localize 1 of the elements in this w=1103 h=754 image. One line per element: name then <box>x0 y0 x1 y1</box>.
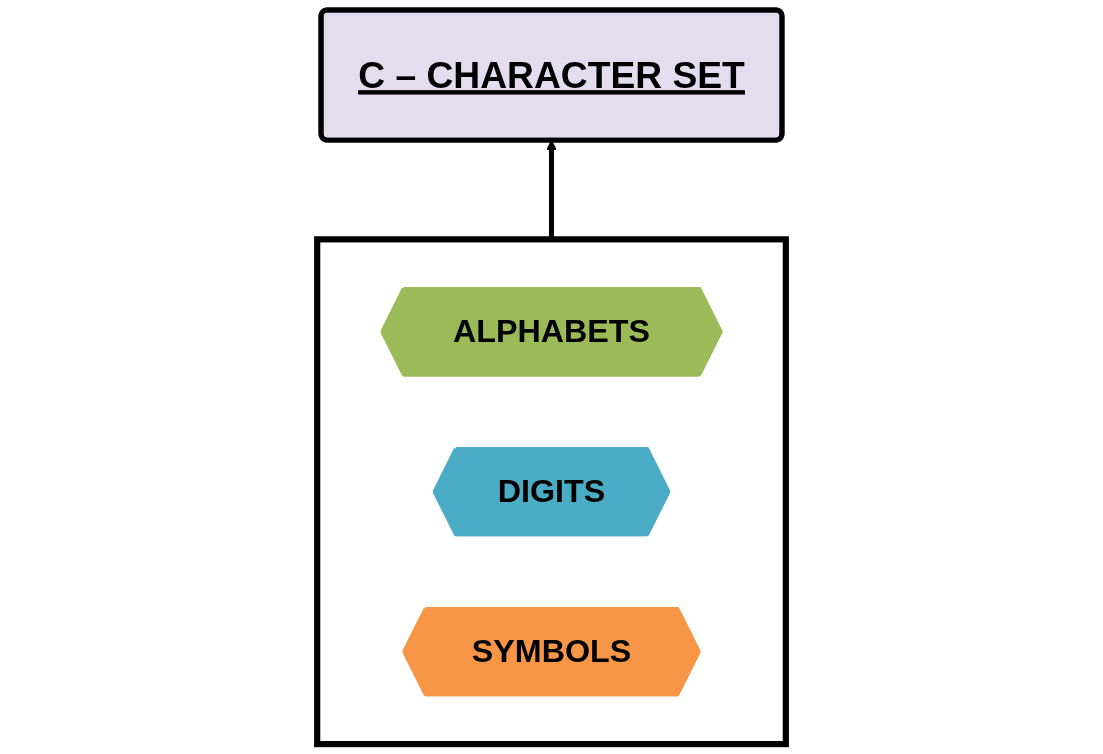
cluster <box>314 236 789 748</box>
